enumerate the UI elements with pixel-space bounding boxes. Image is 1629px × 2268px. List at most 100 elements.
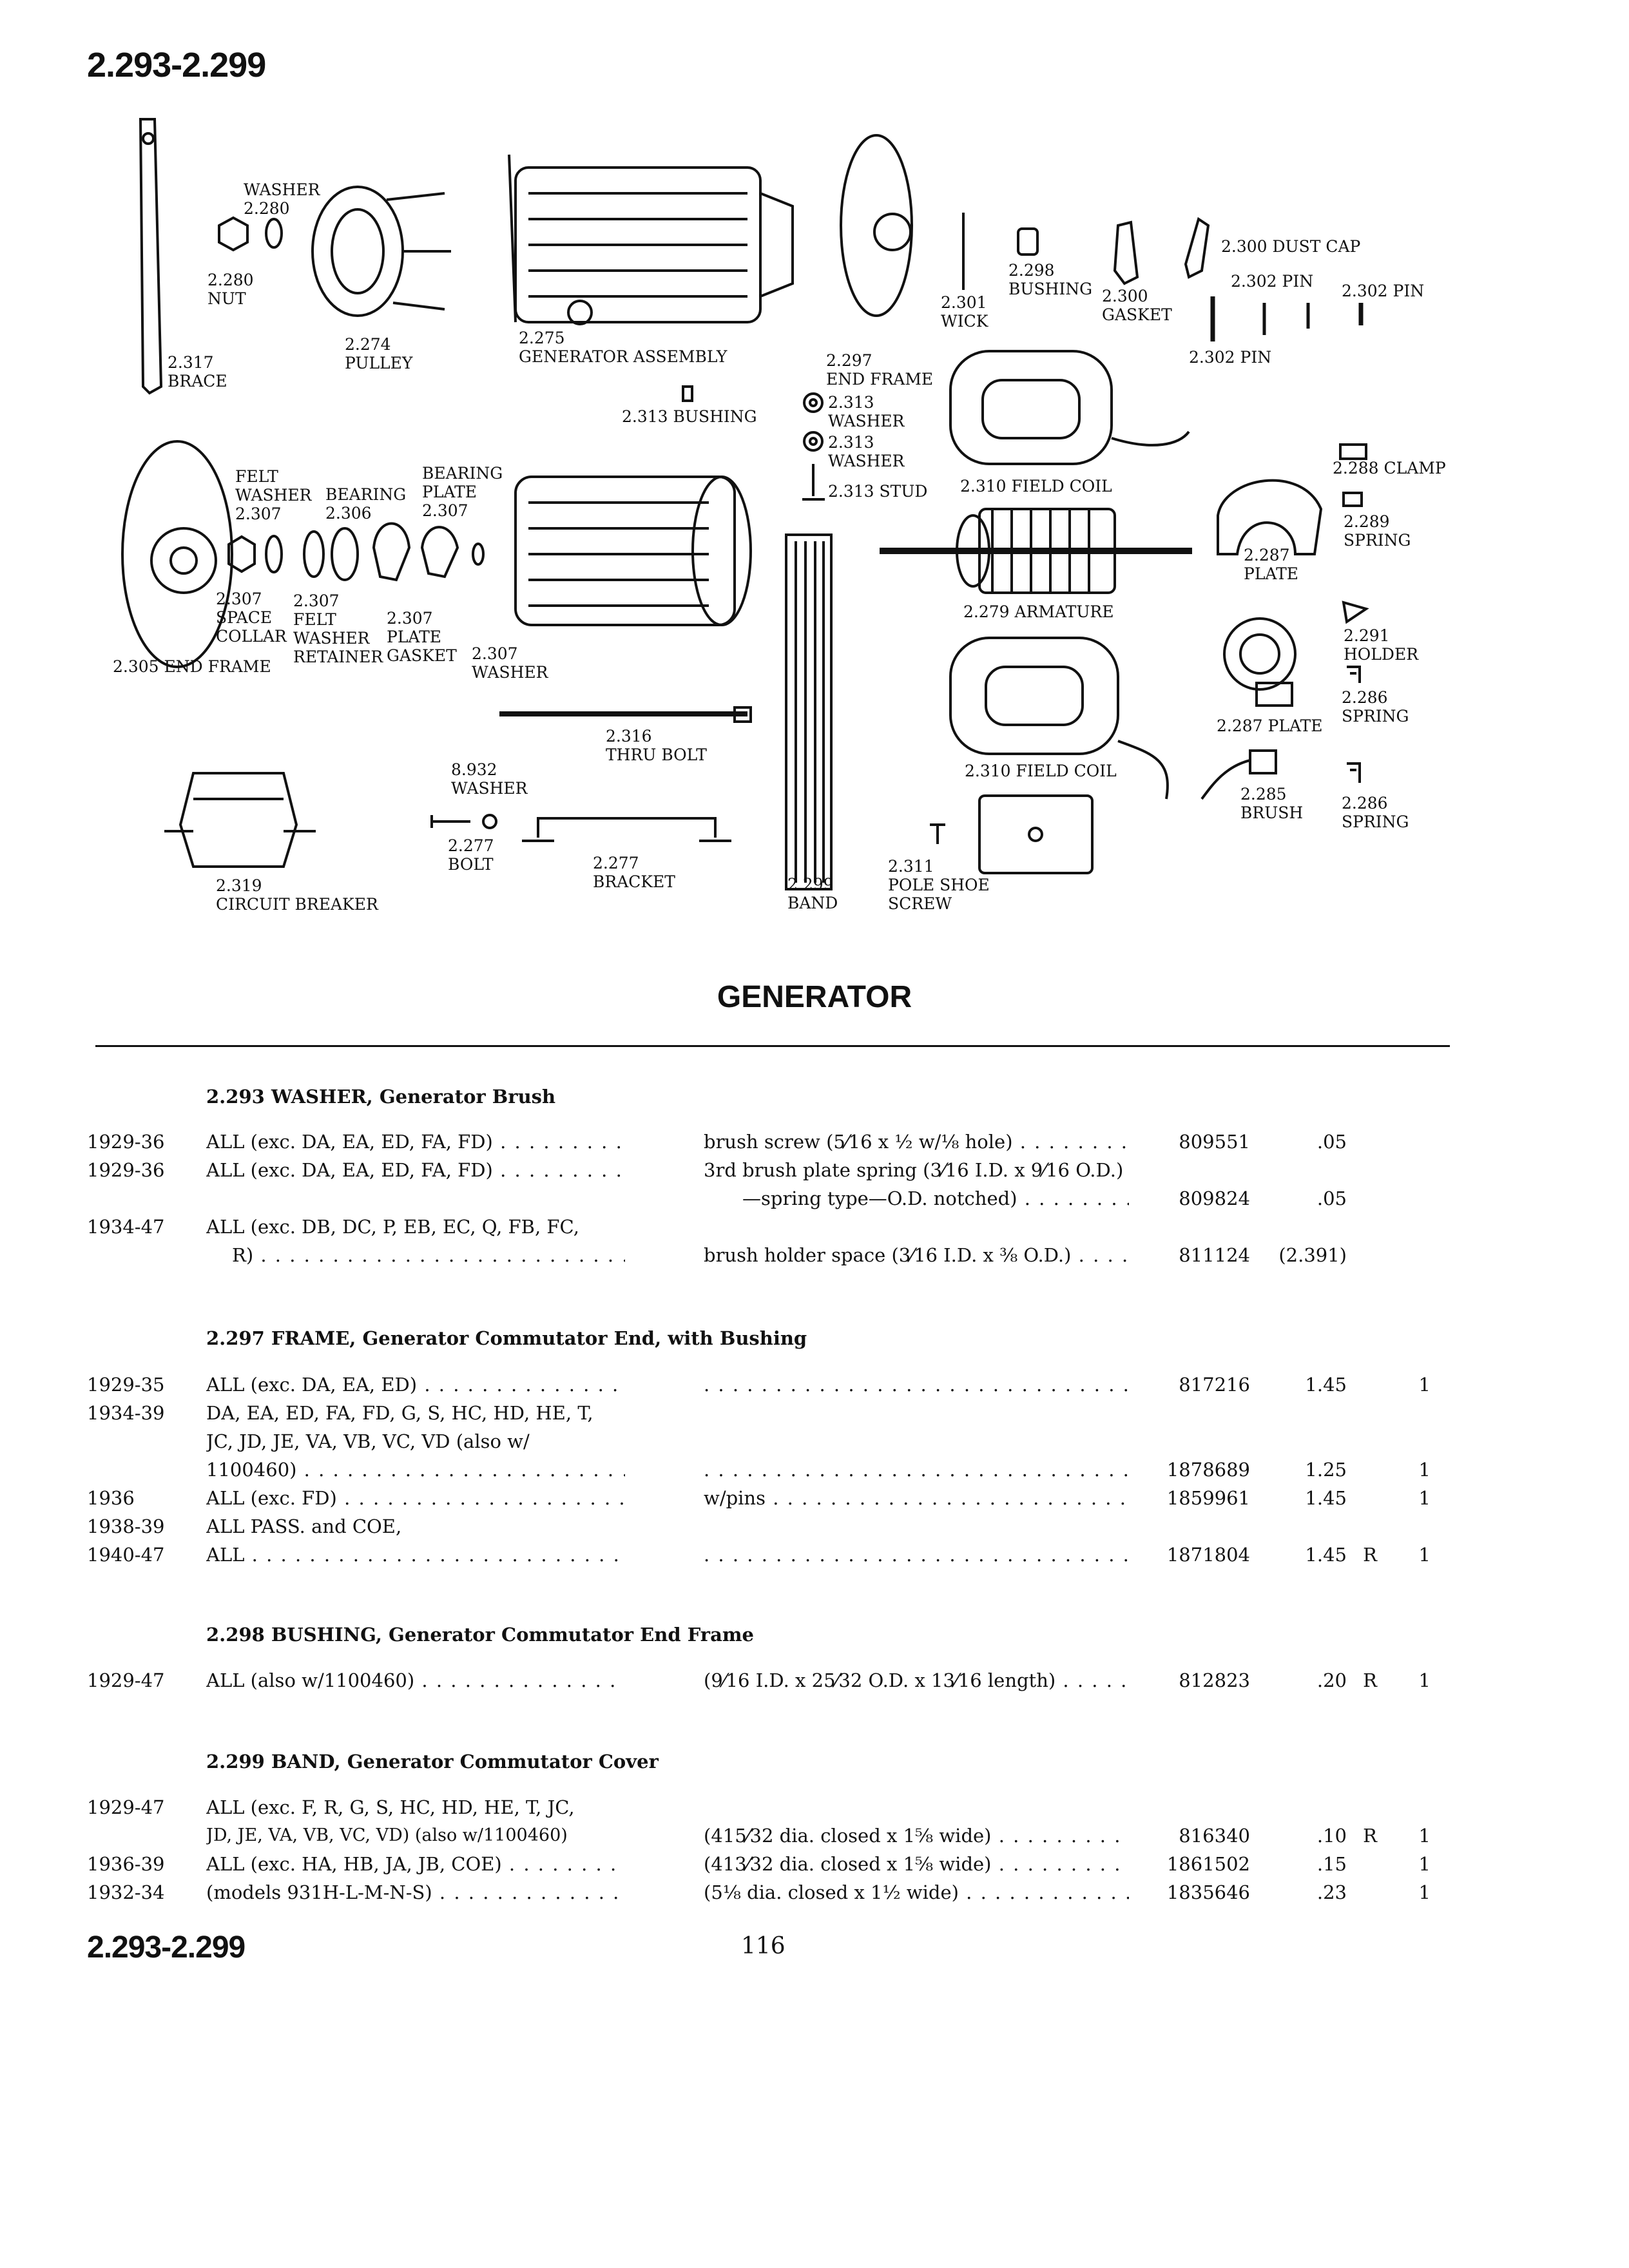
part-number-cell: 1878689 <box>1166 1459 1250 1481</box>
label-field-coil-2310b: 2.310 FIELD COIL <box>965 762 1117 780</box>
label-plate-2287a: 2.287 PLATE <box>1244 546 1299 583</box>
label-spring-2289: 2.289 SPRING <box>1344 512 1411 550</box>
table-row: R) brush holder space (3⁄16 I.D. x ⅜ O.D… <box>0 1241 1629 1269</box>
pole-shoe-illustration <box>978 794 1094 874</box>
model-cell: JC, JD, JE, VA, VB, VC, VD (also w/ <box>206 1430 530 1452</box>
label-felt-washer-2307: FELT WASHER 2.307 <box>235 467 312 523</box>
label-thru-bolt-2316: 2.316 THRU BOLT <box>606 727 707 764</box>
price-cell: 1.45 <box>1305 1374 1347 1396</box>
description-cell: brush holder space (3⁄16 I.D. x ⅜ O.D.) <box>704 1241 1129 1269</box>
flag-cell: R <box>1363 1669 1377 1691</box>
dust-cap-illustration <box>1184 216 1210 279</box>
model-cell: ALL (exc. HA, HB, JA, JB, COE) <box>206 1850 625 1878</box>
description-cell: —spring type—O.D. notched) <box>704 1184 1129 1213</box>
model-cell: ALL (also w/1100460) <box>206 1666 625 1695</box>
price-cell: .05 <box>1316 1131 1347 1153</box>
washer-8932-illustration <box>482 814 497 829</box>
pulley-illustration <box>311 186 451 317</box>
part-number-cell: 811124 <box>1179 1244 1250 1266</box>
label-pin-2302b: 2.302 PIN <box>1342 282 1425 300</box>
table-row: 1938-39 ALL PASS. and COE, <box>0 1512 1629 1541</box>
bracket-illustration <box>522 817 731 842</box>
year-cell: 1938-39 <box>87 1515 165 1537</box>
model-cell: ALL (exc. DA, EA, ED, FA, FD) <box>206 1128 625 1156</box>
table-row: 1929-47 ALL (also w/1100460) (9⁄16 I.D. … <box>0 1666 1629 1695</box>
section-title: 2.297 FRAME, Generator Commutator End, w… <box>206 1327 807 1349</box>
description-cell: w/pins <box>704 1484 1129 1512</box>
label-pulley-2274: 2.274 PULLEY <box>345 335 413 372</box>
flag-cell: R <box>1363 1825 1377 1847</box>
label-generator-assembly-2275: 2.275 GENERATOR ASSEMBLY <box>519 329 728 366</box>
page-number: 116 <box>741 1933 786 1959</box>
part-number-cell: 817216 <box>1179 1374 1250 1396</box>
clamp-illustration <box>1339 443 1367 460</box>
label-bearing-2306: BEARING 2.306 <box>325 485 407 523</box>
label-brace-2317: 2.317 BRACE <box>168 353 227 390</box>
model-cell: R) <box>206 1241 625 1269</box>
generator-assembly-illustration <box>508 154 794 325</box>
year-cell: 1929-36 <box>87 1159 165 1181</box>
field-coil-bottom-illustration <box>949 637 1169 800</box>
part-number-cell: 816340 <box>1179 1825 1250 1847</box>
parts-diagram: WASHER 2.280 2.280 NUT 2.317 BRACE 2.274… <box>0 0 1629 954</box>
table-row: JD, JE, VA, VB, VC, VD) (also w/1100460)… <box>0 1821 1629 1850</box>
pole-shoe-screw-illustration <box>930 823 945 844</box>
label-armature-2279: 2.279 ARMATURE <box>963 602 1114 621</box>
year-cell: 1936 <box>87 1487 135 1509</box>
label-pin-2302a: 2.302 PIN <box>1231 272 1314 291</box>
table-row: 1934-47 ALL (exc. DB, DC, P, EB, EC, Q, … <box>0 1213 1629 1241</box>
section-title: 2.299 BAND, Generator Commutator Cover <box>206 1751 659 1773</box>
diagram-drawing <box>121 118 1369 890</box>
table-row: 1936 ALL (exc. FD) w/pins 1859961 1.45 1 <box>0 1484 1629 1512</box>
table-row: 1929-36 ALL (exc. DA, EA, ED, FA, FD) br… <box>0 1128 1629 1156</box>
label-bolt-2277: 2.277 BOLT <box>448 836 494 874</box>
description-cell: (413⁄32 dia. closed x 1⅝ wide) <box>704 1850 1129 1878</box>
spring-2286b-illustration <box>1347 762 1361 783</box>
model-cell: ALL (exc. DA, EA, ED, FA, FD) <box>206 1156 625 1184</box>
model-cell: ALL (exc. F, R, G, S, HC, HD, HE, T, JC, <box>206 1796 575 1818</box>
label-space-collar-2307: 2.307 SPACE COLLAR <box>216 590 287 646</box>
section-title: 2.298 BUSHING, Generator Commutator End … <box>206 1624 755 1646</box>
label-end-frame-2297: 2.297 END FRAME <box>826 351 934 389</box>
label-plate-gasket-2307: 2.307 PLATE GASKET <box>387 609 457 665</box>
generator-frame-illustration <box>514 476 752 626</box>
brush-illustration <box>1200 749 1277 800</box>
description-cell <box>704 1370 1129 1399</box>
plate-2287-top-illustration <box>1217 479 1323 555</box>
label-bearing-plate-2307: BEARING PLATE 2.307 <box>422 464 503 520</box>
nut-illustration <box>218 216 249 252</box>
year-cell: 1934-47 <box>87 1216 165 1238</box>
table-row: —spring type—O.D. notched) 809824 .05 <box>0 1184 1629 1213</box>
label-spring-2286b: 2.286 SPRING <box>1342 794 1409 831</box>
label-dust-cap-2300: 2.300 DUST CAP <box>1221 237 1361 256</box>
table-row: 1100460) 1878689 1.25 1 <box>0 1456 1629 1484</box>
label-holder-2291: 2.291 HOLDER <box>1344 626 1419 664</box>
end-frame-2297-illustration <box>840 134 913 317</box>
section-title: 2.293 WASHER, Generator Brush <box>206 1086 556 1108</box>
washer-illustration <box>265 218 283 249</box>
label-spring-2286a: 2.286 SPRING <box>1342 688 1409 726</box>
band-illustration <box>785 533 833 890</box>
model-cell: JD, JE, VA, VB, VC, VD) (also w/1100460) <box>206 1825 568 1845</box>
year-cell: 1936-39 <box>87 1853 165 1875</box>
quantity-cell: 1 <box>1418 1825 1431 1847</box>
price-cell: .10 <box>1316 1825 1347 1847</box>
label-nut-2280: 2.280 NUT <box>207 271 254 308</box>
bushing-2298-illustration <box>1017 227 1039 256</box>
bolt-illustration <box>430 815 470 828</box>
page-header-code: 2.293-2.299 <box>87 46 266 84</box>
quantity-cell: 1 <box>1418 1853 1431 1875</box>
label-pin-2302c: 2.302 PIN <box>1189 348 1272 367</box>
price-cell: 1.25 <box>1305 1459 1347 1481</box>
model-cell: 1100460) <box>206 1456 625 1484</box>
model-cell: DA, EA, ED, FA, FD, G, S, HC, HD, HE, T, <box>206 1402 593 1424</box>
price-cell: .05 <box>1316 1187 1347 1209</box>
quantity-cell: 1 <box>1418 1487 1431 1509</box>
description-cell: (9⁄16 I.D. x 25⁄32 O.D. x 13⁄16 length) <box>704 1666 1129 1695</box>
label-washer-2313b: 2.313 WASHER <box>828 433 905 470</box>
label-brush-2285: 2.285 BRUSH <box>1240 785 1304 822</box>
part-number-cell: 1871804 <box>1166 1544 1250 1566</box>
end-frame-2305-illustration <box>121 440 233 668</box>
label-field-coil-2310a: 2.310 FIELD COIL <box>960 477 1112 495</box>
label-clamp-2288: 2.288 CLAMP <box>1333 459 1446 477</box>
